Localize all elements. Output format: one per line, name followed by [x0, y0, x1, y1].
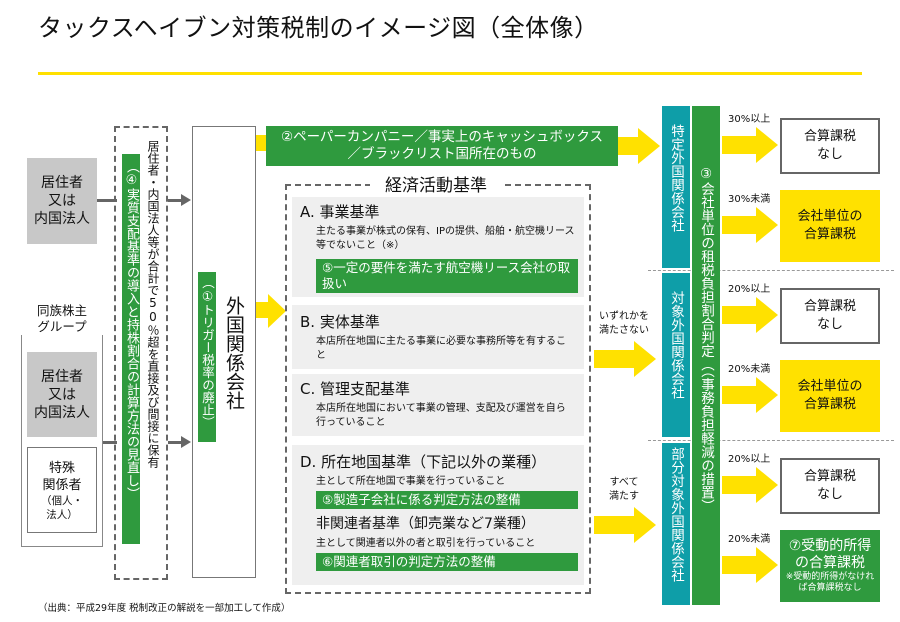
not-satisfy-label: いずれかを 満たさない	[599, 311, 649, 336]
paper-company-banner: ②ペーパーカンパニー／事実上のキャッシュボックス ／ブラックリスト国所在のもの	[266, 126, 618, 166]
result-text: 会社単位の 合算課税	[797, 379, 863, 412]
arrow-shaft	[722, 216, 756, 234]
yellow-arrow-icon	[756, 297, 778, 333]
control-criteria-box	[114, 126, 168, 580]
result-no-taxation: 合算課税 なし	[780, 118, 880, 174]
threshold-label: 30%未満	[728, 194, 771, 205]
arrow-shaft	[618, 137, 638, 155]
page-title: タックスヘイブン対策税制のイメージ図（全体像）	[38, 14, 599, 42]
yellow-arrow-icon	[634, 341, 656, 377]
source-note: （出典：平成29年度 税制改正の解説を一部加工して作成）	[38, 603, 291, 614]
paper-company-line2: ／ブラックリスト国所在のもの	[347, 146, 537, 162]
yellow-arrow-icon	[756, 547, 778, 583]
group-resident-box: 居住者 又は 内国法人	[27, 352, 97, 437]
arrow-line	[168, 199, 182, 202]
result-passive-income-taxation: ⑦受動的所得 の合算課税※受動的所得がなければ合算課税なし	[780, 530, 880, 602]
criterion-d-heading: D. 所在地国基準（下記以外の業種）	[300, 453, 547, 471]
economic-activity-title: 経済活動基準	[370, 171, 502, 196]
threshold-label: 20%未満	[728, 534, 771, 545]
related-transaction-note: ⑥関連者取引の判定方法の整備	[316, 553, 578, 571]
yellow-arrow-icon	[634, 507, 656, 543]
criterion-c: C. 管理支配基準 本店所在地国において事業の管理、支配及び運営を自ら行っている…	[292, 374, 584, 436]
criterion-b: B. 実体基準 本店所在地国に主たる事業に必要な事務所等を有すること	[292, 305, 584, 369]
arrow-shaft	[256, 302, 268, 318]
category-specified-foreign: 特定外国関係会社	[662, 106, 690, 268]
result-text: 合算課税 なし	[803, 469, 856, 502]
connector-line	[103, 441, 117, 444]
criterion-d: D. 所在地国基準（下記以外の業種） 主として所在地国で事業を行っていること ⑤…	[292, 445, 584, 585]
criterion-b-desc: 本店所在地国に主たる事業に必要な事務所等を有すること	[316, 336, 566, 361]
arrow-shaft	[594, 350, 634, 368]
result-company-taxation: 会社単位の 合算課税	[780, 360, 880, 432]
aircraft-lease-note: ⑤一定の要件を満たす航空機リース会社の取扱い	[316, 259, 578, 293]
tax-burden-ratio-bar: ③会社単位の租税負担割合判定（（事務負担軽減の措置）	[692, 106, 720, 605]
result-note: ※受動的所得がなければ合算課税なし	[785, 572, 875, 593]
criterion-a: A. 事業基準 主たる事業が株式の保有、IPの提供、船舶・航空機リース等でないこ…	[292, 197, 584, 297]
yellow-arrow-icon	[756, 467, 778, 503]
criterion-c-desc: 本店所在地国において事業の管理、支配及び運営を自ら行っていること	[316, 403, 566, 428]
unrelated-party-desc: 主として関連者以外の者と取引を行っていること	[316, 538, 536, 549]
criterion-d-desc: 主として所在地国で事業を行っていること	[316, 476, 506, 487]
criterion-a-desc: 主たる事業が株式の保有、IPの提供、船舶・航空機リース等でないこと（※）	[316, 226, 575, 251]
foreign-company-label: 外国関係会社	[223, 296, 245, 410]
result-company-taxation: 会社単位の 合算課税	[780, 190, 880, 262]
family-group-label: 同族株主 グループ	[20, 303, 104, 335]
result-text: 合算課税 なし	[803, 299, 856, 332]
threshold-label: 20%未満	[728, 364, 771, 375]
threshold-label: 30%以上	[728, 114, 771, 125]
connector-line	[97, 199, 117, 202]
arrow-shaft	[256, 135, 266, 151]
paper-company-line1: ②ペーパーカンパニー／事実上のキャッシュボックス	[280, 129, 604, 145]
category-target-foreign: 対象外国関係会社	[662, 273, 690, 437]
yellow-arrow-icon	[268, 294, 286, 328]
arrow-shaft	[722, 556, 756, 574]
unrelated-party-heading: 非関連者基準（卸売業など7業種）	[316, 516, 535, 532]
arrow-head-icon	[181, 194, 191, 206]
special-person-title: 特殊 関係者	[42, 461, 82, 493]
category-partial-target-foreign: 部分対象外国関係会社	[662, 443, 690, 605]
result-no-taxation: 合算課税 なし	[780, 458, 880, 514]
criterion-c-heading: C. 管理支配基準	[300, 380, 411, 398]
criterion-b-heading: B. 実体基準	[300, 313, 380, 331]
resident-box: 居住者 又は 内国法人	[27, 158, 97, 244]
criterion-a-heading: A. 事業基準	[300, 203, 380, 221]
arrow-shaft	[722, 136, 756, 154]
section-divider	[648, 270, 894, 271]
arrow-shaft	[722, 386, 756, 404]
arrow-head-icon	[181, 436, 191, 448]
threshold-label: 20%以上	[728, 284, 771, 295]
substantive-control-note: （④実質支配基準の導入と持株割合の計算方法の見直し）	[122, 154, 140, 544]
ownership-criteria-text: 居住者・内国法人等が合計で50％超を直接及び間接に保有	[146, 140, 160, 468]
satisfy-all-label: すべて 満たす	[609, 477, 639, 502]
trigger-rate-note: （①トリガー税率の廃止）	[198, 272, 216, 442]
title-underline	[38, 72, 862, 75]
yellow-arrow-icon	[756, 377, 778, 413]
arrow-line	[168, 441, 182, 444]
result-text: ⑦受動的所得 の合算課税	[788, 538, 872, 571]
arrow-shaft	[722, 476, 756, 494]
arrow-shaft	[594, 516, 634, 534]
manufacturing-subsidiary-note: ⑤製造子会社に係る判定方法の整備	[316, 491, 578, 509]
threshold-label: 20%以上	[728, 454, 771, 465]
yellow-arrow-icon	[638, 128, 660, 164]
section-divider	[648, 440, 894, 441]
yellow-arrow-icon	[756, 207, 778, 243]
result-text: 合算課税 なし	[803, 129, 856, 162]
result-text: 会社単位の 合算課税	[797, 209, 863, 242]
result-no-taxation: 合算課税 なし	[780, 288, 880, 344]
special-person-sub: （個人・ 法人）	[41, 495, 83, 521]
arrow-shaft	[722, 306, 756, 324]
special-person-box: 特殊 関係者 （個人・ 法人）	[27, 447, 97, 533]
yellow-arrow-icon	[756, 127, 778, 163]
